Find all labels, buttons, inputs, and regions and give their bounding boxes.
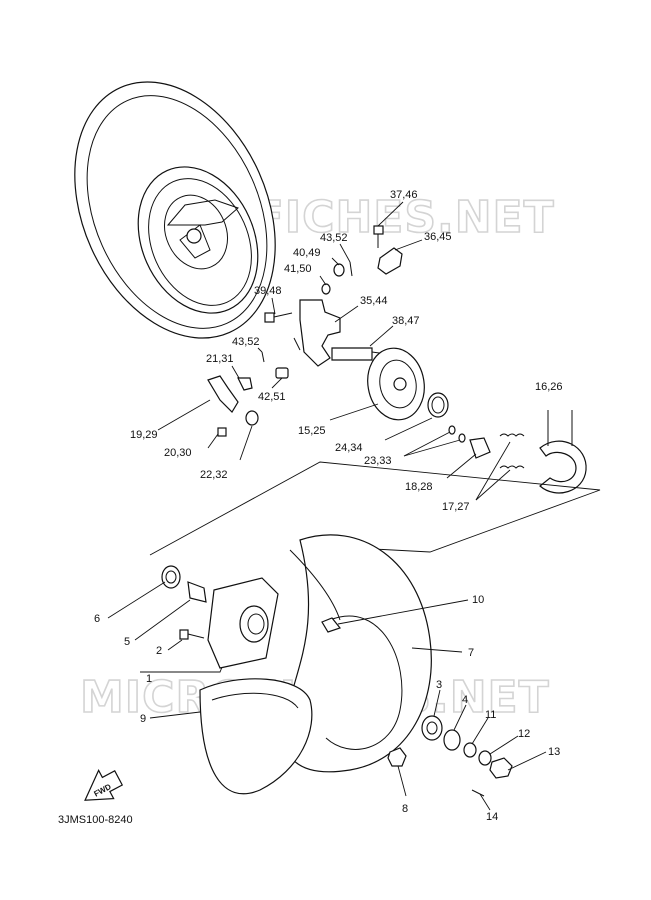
callout-5: 5 (124, 636, 130, 648)
callout-24-34: 24,34 (335, 442, 363, 454)
callout-13: 13 (548, 746, 560, 758)
callout-40-49: 40,49 (293, 247, 321, 259)
leader-lines (107, 201, 547, 811)
callout-19-29: 19,29 (130, 429, 158, 441)
callout-8: 8 (402, 803, 408, 815)
callout-labels: 37,46 36,45 43,52 40,49 41,50 39,48 35,4… (94, 189, 563, 823)
callout-3: 3 (436, 679, 442, 691)
callout-23-33: 23,33 (364, 455, 392, 467)
callout-39-48: 39,48 (254, 285, 282, 297)
group-bracket-line (149, 461, 601, 556)
callout-7: 7 (468, 647, 474, 659)
callout-12: 12 (518, 728, 530, 740)
callout-38-47: 38,47 (392, 315, 420, 327)
callout-2: 2 (156, 645, 162, 657)
callout-43-52-lower: 43,52 (232, 336, 260, 348)
callout-9: 9 (140, 713, 146, 725)
fwd-arrow: FWD (84, 768, 124, 801)
exploded-wheel-illustration (161, 534, 513, 797)
callout-16-26: 16,26 (535, 381, 563, 393)
assembled-wheel-illustration (74, 81, 276, 339)
callout-11: 11 (485, 709, 496, 721)
diagram-code: 3JMS100-8240 (58, 814, 133, 826)
callout-37-46: 37,46 (390, 189, 418, 201)
bracket-1-line (140, 659, 226, 673)
callout-21-31: 21,31 (206, 353, 234, 365)
callout-10: 10 (472, 594, 484, 606)
callout-36-45: 36,45 (424, 231, 452, 243)
callout-1: 1 (146, 673, 152, 685)
callout-6: 6 (94, 613, 100, 625)
callout-35-44: 35,44 (360, 295, 388, 307)
steering-knuckle-assembly (207, 225, 587, 494)
callout-20-30: 20,30 (164, 447, 192, 459)
callout-4: 4 (462, 694, 468, 706)
callout-15-25: 15,25 (298, 425, 326, 437)
callout-43-52-upper: 43,52 (320, 232, 348, 244)
callout-42-51: 42,51 (258, 391, 286, 403)
callout-41-50: 41,50 (284, 263, 312, 275)
callout-22-32: 22,32 (200, 469, 228, 481)
callout-14: 14 (486, 811, 498, 823)
callout-18-28: 18,28 (405, 481, 433, 493)
callout-17-27: 17,27 (442, 501, 470, 513)
